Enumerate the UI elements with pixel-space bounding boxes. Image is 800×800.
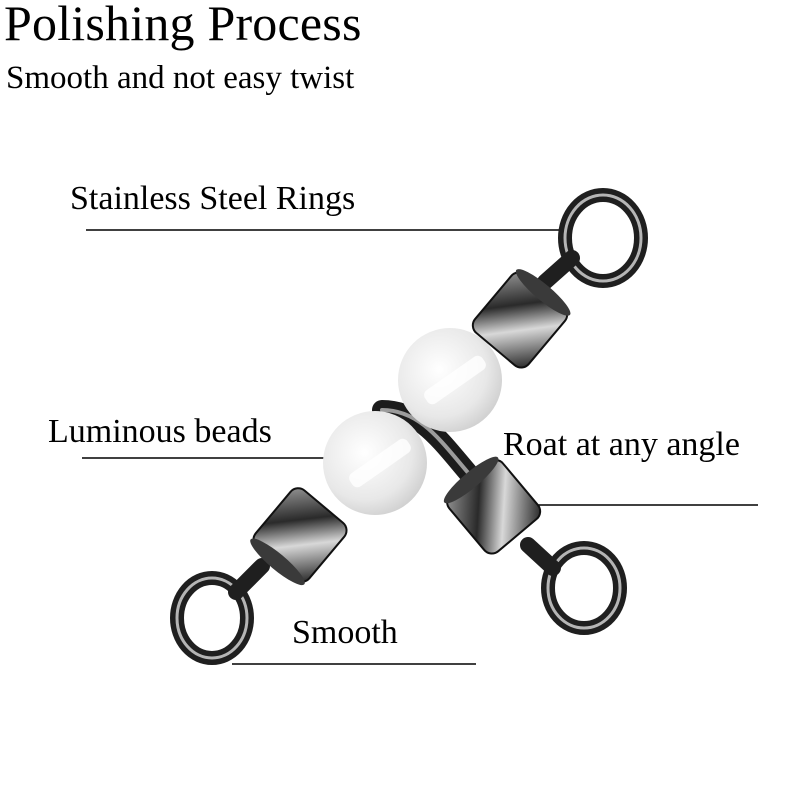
angle-callout-label: Roat at any angle — [503, 426, 740, 463]
upper-bead-icon — [398, 328, 502, 432]
smooth-callout-label: Smooth — [292, 614, 398, 651]
rings-callout-label: Stainless Steel Rings — [70, 180, 356, 217]
lower-right-barrel-icon — [443, 456, 542, 555]
beads-callout-label: Luminous beads — [48, 413, 272, 450]
lower-left-barrel-icon — [250, 487, 348, 586]
bottom-left-ring-icon — [170, 558, 270, 665]
lower-bead-icon — [323, 411, 427, 515]
bottom-right-ring-icon — [520, 537, 627, 635]
page-title: Polishing Process — [4, 0, 362, 51]
page-subtitle: Smooth and not easy twist — [6, 60, 355, 96]
top-ring-icon — [537, 188, 648, 290]
top-barrel-icon — [471, 269, 571, 369]
